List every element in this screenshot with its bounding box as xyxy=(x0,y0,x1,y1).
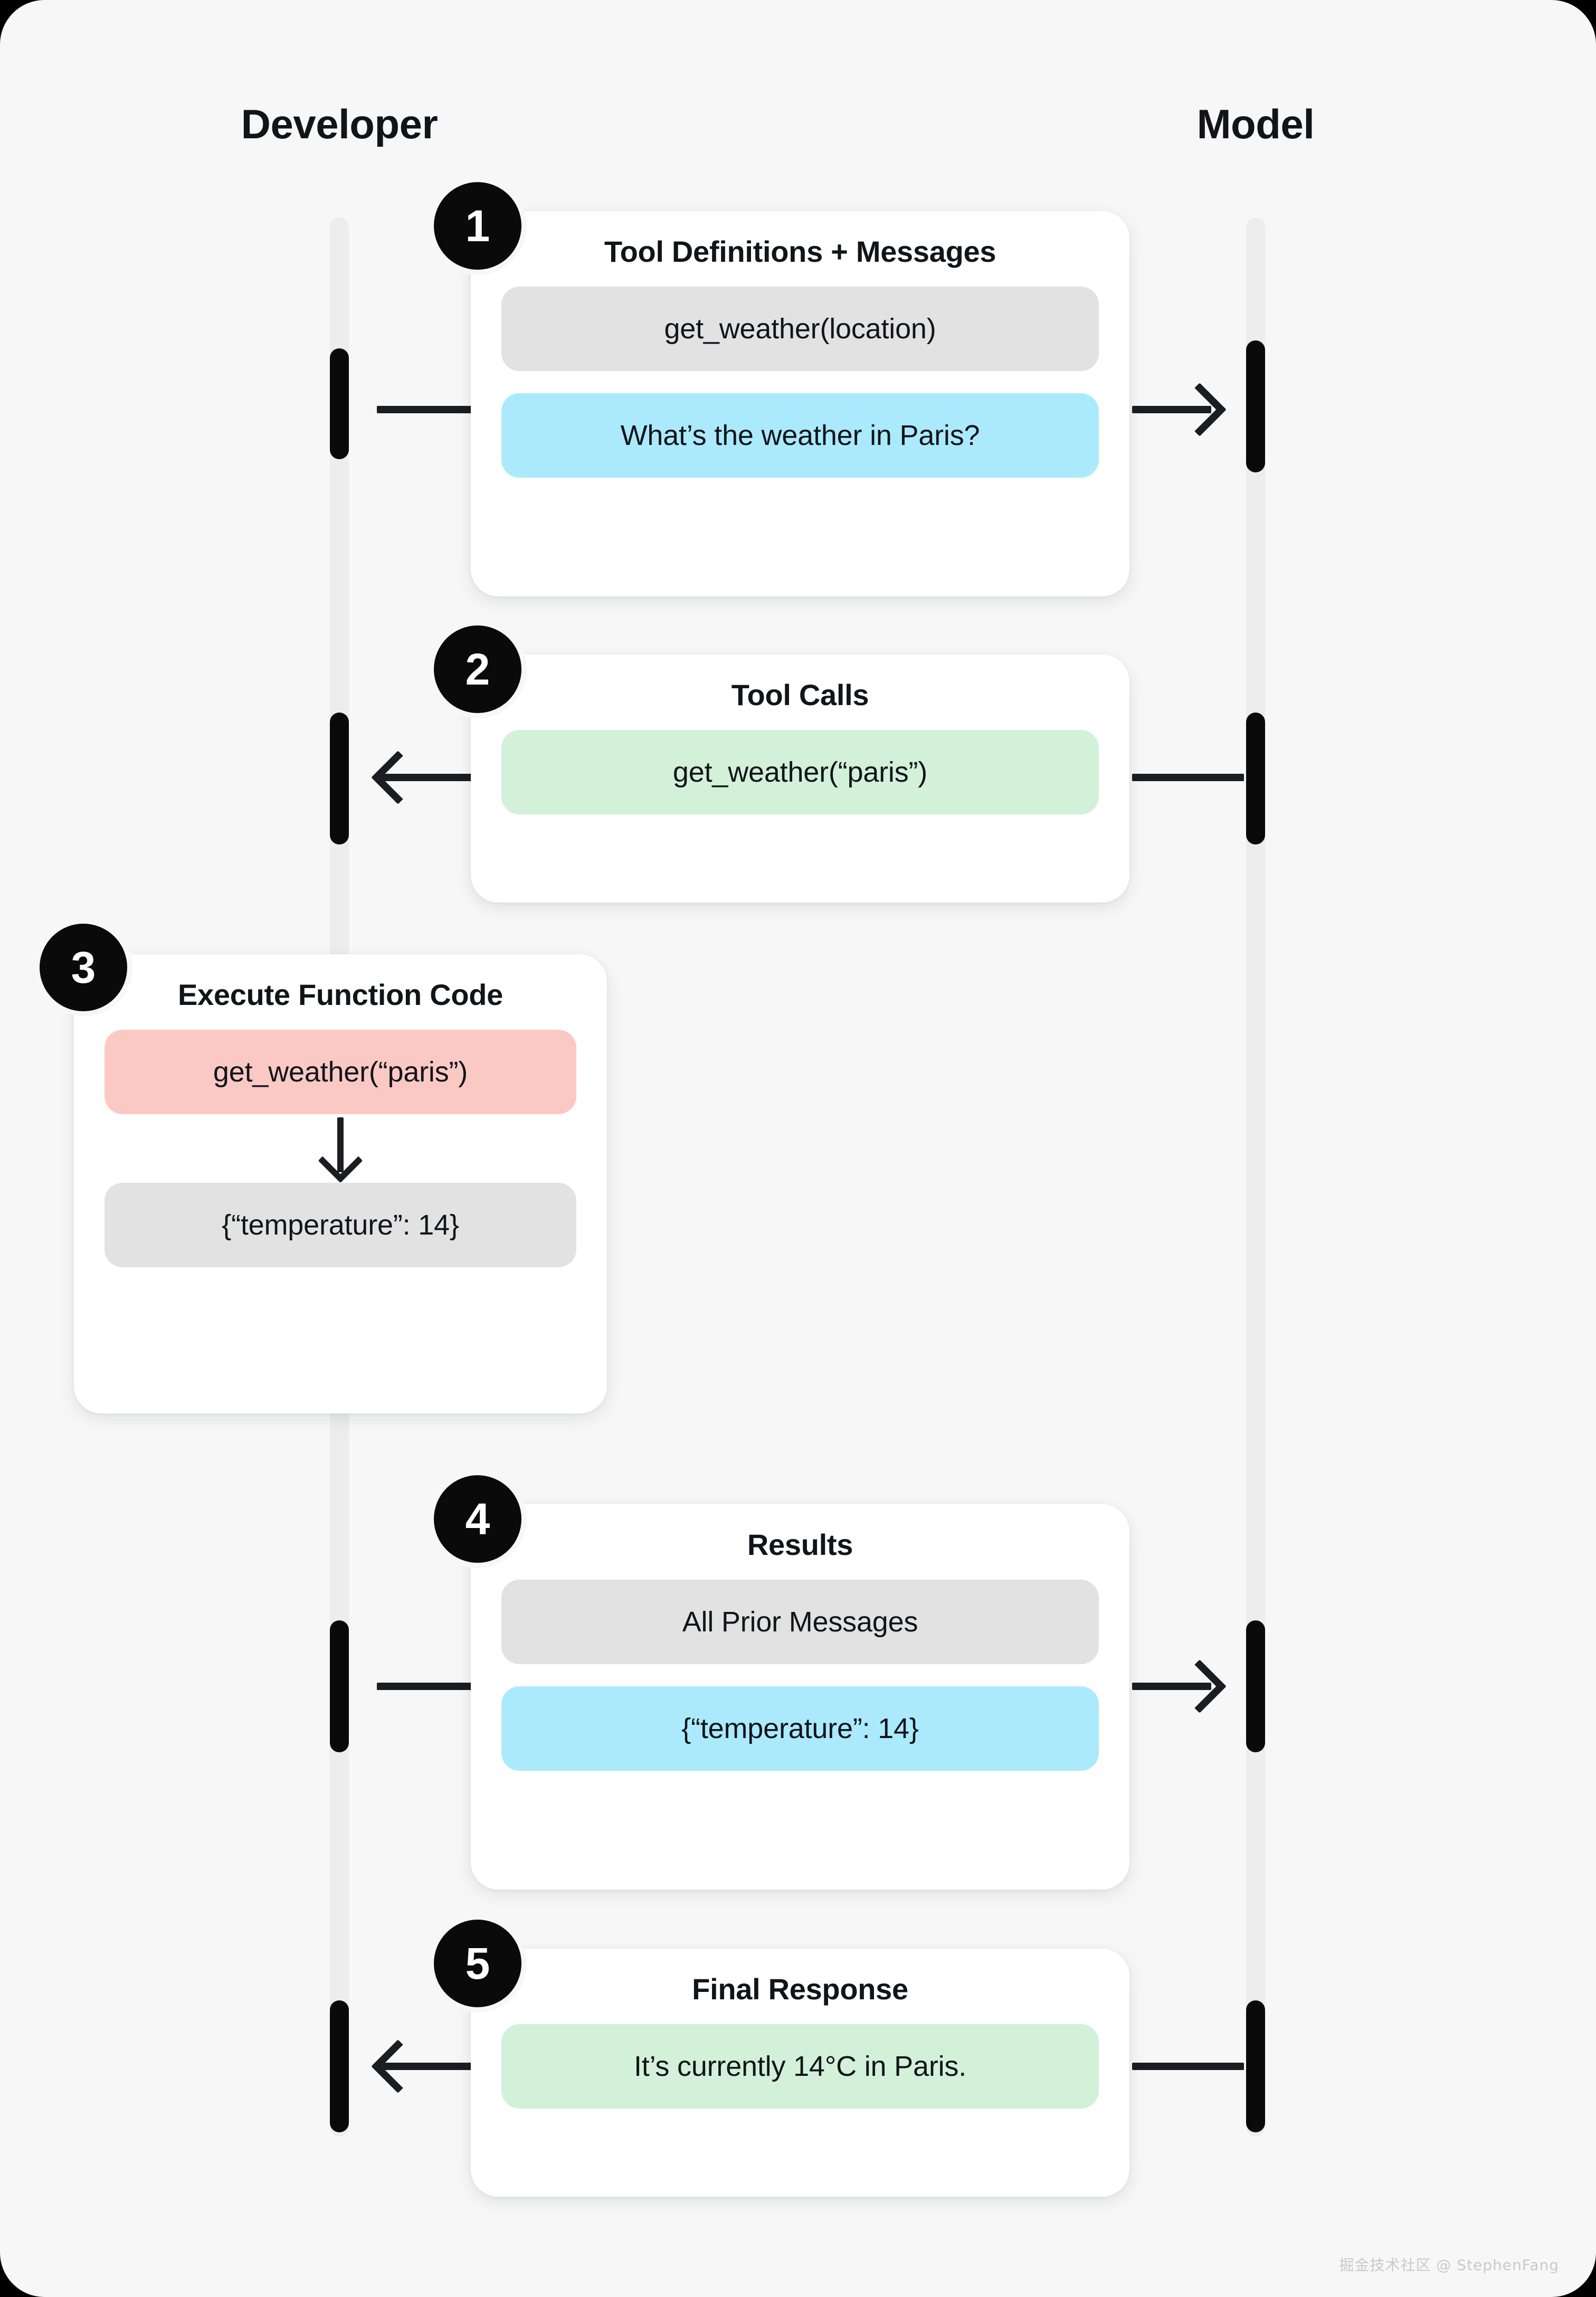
watermark: 掘金技术社区 @ StephenFang xyxy=(1339,2256,1559,2274)
lifeline-model xyxy=(1246,217,1265,2137)
connector-step1-right-stub xyxy=(1132,406,1211,413)
step-badge-1: 1 xyxy=(434,182,521,270)
step-card-2[interactable]: Tool Calls get_weather(“paris”) xyxy=(471,654,1129,903)
step-card-5[interactable]: Final Response It’s currently 14°C in Pa… xyxy=(471,1949,1129,2197)
connector-step5-left-stub xyxy=(380,2063,486,2070)
lane-header-developer: Developer xyxy=(241,101,438,147)
step-card-4-title: Results xyxy=(747,1528,853,1561)
lane-header-model: Model xyxy=(1196,101,1315,147)
connector-step5-right-stub xyxy=(1132,2063,1244,2070)
arrowhead-step4-right xyxy=(1173,1659,1227,1713)
connector-step2-left-stub xyxy=(380,774,486,781)
down-arrow-shaft xyxy=(337,1117,344,1172)
step-card-2-item-0: get_weather(“paris”) xyxy=(501,730,1099,814)
spacer xyxy=(501,371,1099,393)
activation-bar-developer-step1 xyxy=(330,348,349,459)
step-badge-5: 5 xyxy=(434,1920,521,2007)
step-card-4-item-0: All Prior Messages xyxy=(501,1580,1099,1664)
step-card-1-title: Tool Definitions + Messages xyxy=(604,235,996,268)
step-card-3[interactable]: Execute Function Code get_weather(“paris… xyxy=(74,954,607,1413)
step-card-2-title: Tool Calls xyxy=(731,678,869,711)
step-card-1-item-0: get_weather(location) xyxy=(501,287,1099,371)
step-card-5-title: Final Response xyxy=(692,1972,908,2006)
step-card-3-item-1: {“temperature”: 14} xyxy=(104,1183,576,1267)
activation-bar-model-step2 xyxy=(1246,713,1265,844)
step-badge-4: 4 xyxy=(434,1475,521,1563)
connector-step4-right-stub xyxy=(1132,1683,1211,1690)
connector-step4-left-stub xyxy=(377,1683,482,1690)
down-arrow-icon xyxy=(104,1114,576,1183)
step-card-4[interactable]: Results All Prior Messages {“temperature… xyxy=(471,1504,1129,1890)
activation-bar-model-step4 xyxy=(1246,1620,1265,1752)
step-card-3-item-0: get_weather(“paris”) xyxy=(104,1030,576,1114)
activation-bar-model-step1 xyxy=(1246,340,1265,472)
arrowhead-step2-left xyxy=(371,751,425,804)
step-badge-3: 3 xyxy=(40,924,127,1011)
connector-step1-left-stub xyxy=(377,406,482,413)
activation-bar-developer-step4 xyxy=(330,1620,349,1752)
connector-step2-right-stub xyxy=(1132,774,1244,781)
arrowhead-step1-right xyxy=(1173,383,1227,436)
step-card-3-title: Execute Function Code xyxy=(178,978,503,1011)
down-arrow-head xyxy=(318,1138,363,1183)
activation-bar-model-step5 xyxy=(1246,2000,1265,2132)
activation-bar-developer-step5 xyxy=(330,2000,349,2132)
arrowhead-step5-left xyxy=(371,2039,425,2093)
spacer xyxy=(501,1664,1099,1686)
step-card-1-item-1: What’s the weather in Paris? xyxy=(501,393,1099,478)
activation-bar-developer-step2 xyxy=(330,713,349,844)
step-card-5-item-0: It’s currently 14°C in Paris. xyxy=(501,2024,1099,2109)
step-badge-2: 2 xyxy=(434,625,521,713)
step-card-4-item-1: {“temperature”: 14} xyxy=(501,1686,1099,1771)
step-card-1[interactable]: Tool Definitions + Messages get_weather(… xyxy=(471,211,1129,596)
